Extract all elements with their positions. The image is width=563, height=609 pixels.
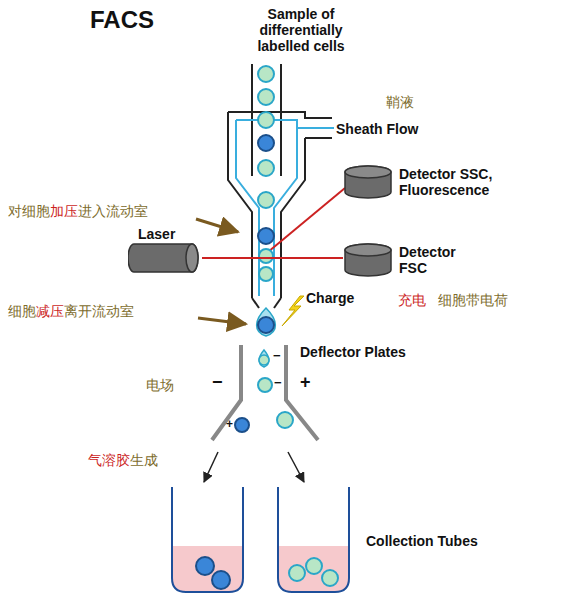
pressure-note: 加压 (50, 203, 78, 219)
node-label: Detector SSC, Fluorescence (399, 166, 549, 198)
node-text: Detector SSC, Fluorescence (399, 166, 549, 198)
aerosol-note: 生成 (130, 452, 158, 468)
charge-note: 细胞带电荷 (438, 292, 508, 308)
laser-beam (202, 257, 343, 259)
charge-label: Charge (306, 290, 354, 306)
detector-cylinder (343, 242, 393, 278)
node-label: Laser (138, 226, 175, 242)
tubes-label: Collection Tubes (366, 533, 478, 549)
sheath-label: Sheath Flow (336, 121, 418, 137)
sheath-label-zh: 鞘液 (386, 94, 414, 110)
decompress-note: 减压 (36, 303, 64, 319)
charge-note: 充电 (398, 292, 426, 308)
node-label: Detector FSC (399, 244, 479, 276)
aerosol-note: 气溶胶 (88, 452, 130, 468)
decompress-note: 细胞 (8, 303, 36, 319)
droplet-sign: − (274, 376, 282, 391)
pressure-note: 对细胞 (8, 203, 50, 219)
detector-node: Detector SSC, Fluorescence (343, 164, 549, 200)
detector-node: Detector FSC (343, 242, 479, 278)
pressure-note: 进入流动室 (78, 203, 148, 219)
detector-cylinder (343, 164, 393, 200)
laser-node: Laser (128, 226, 202, 274)
sample-label: Sample of differentially labelled cells (238, 6, 364, 54)
laser-cylinder (128, 242, 202, 274)
droplet-sign: − (273, 349, 281, 364)
deflector-label: Deflector Plates (300, 344, 406, 360)
droplet-sign: + (226, 418, 233, 432)
field-label: 电场 (146, 377, 174, 393)
decompress-note: 离开流动室 (64, 303, 134, 319)
diagram-title: FACS (90, 6, 154, 34)
node-text: Laser (128, 226, 175, 242)
node-text: Detector FSC (399, 244, 479, 276)
plate-sign: − (212, 372, 223, 393)
plate-sign: + (300, 372, 311, 393)
